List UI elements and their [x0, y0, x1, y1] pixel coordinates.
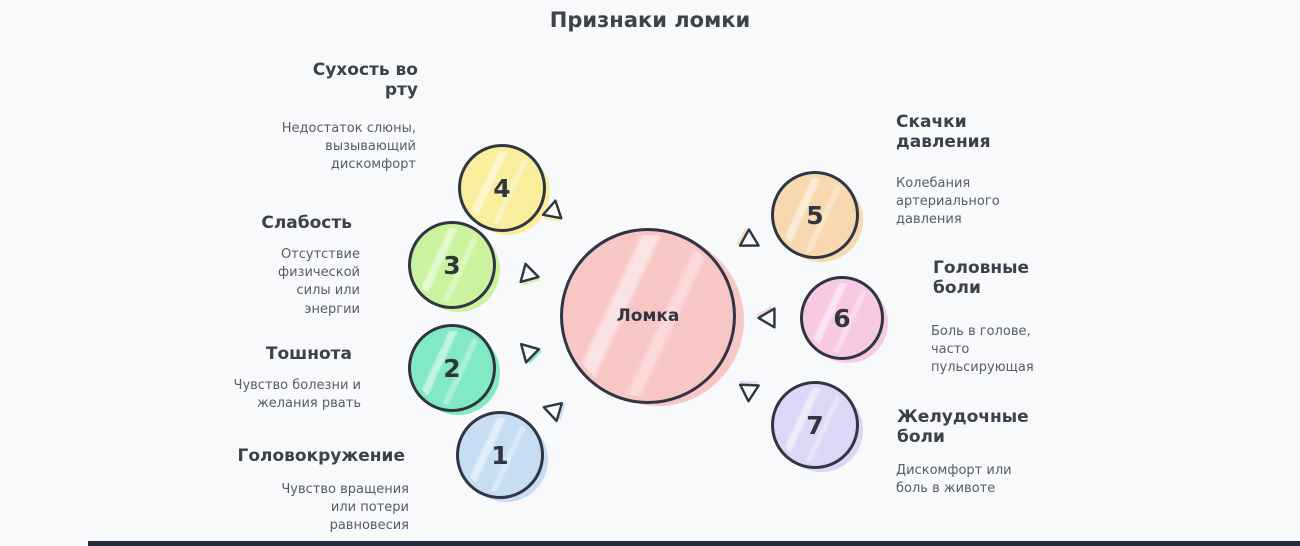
node-desc-5: Колебания артериального давления [896, 176, 1000, 228]
arrow-2-icon [514, 334, 551, 371]
node-circle-5: 5 [771, 171, 859, 259]
node-heading-4: Сухость во рту [312, 60, 418, 101]
node-circle-4: 4 [458, 144, 546, 232]
center-label: Ломка [616, 306, 680, 326]
node-circle-2: 2 [408, 324, 496, 412]
node-number-3: 3 [443, 250, 461, 280]
arrow-6-icon [751, 302, 781, 332]
arrow-5-icon [725, 220, 766, 261]
node-heading-2: Тошнота [265, 344, 352, 364]
diagram-title: Признаки ломки [549, 8, 751, 32]
node-circle-1: 1 [456, 411, 544, 499]
node-desc-2: Чувство болезни и желания рвать [233, 378, 361, 412]
node-desc-1: Чувство вращения или потери равновесия [281, 482, 409, 534]
node-heading-3: Слабость [261, 213, 352, 233]
node-number-6: 6 [833, 303, 851, 333]
bottom-divider [88, 541, 1300, 546]
node-desc-6: Боль в голове, часто пульсирующая [931, 324, 1034, 376]
node-heading-1: Головокружение [237, 446, 405, 466]
arrow-1-icon [536, 388, 578, 430]
node-desc-7: Дискомфорт или боль в животе [896, 463, 1012, 497]
node-number-7: 7 [806, 410, 824, 440]
node-heading-6: Головные боли [933, 258, 1030, 299]
center-circle: Ломка [560, 228, 736, 404]
node-circle-6: 6 [800, 276, 884, 360]
node-heading-5: Скачки давления [896, 112, 991, 153]
node-number-5: 5 [806, 200, 824, 230]
node-circle-3: 3 [408, 221, 496, 309]
arrow-3-icon [513, 258, 550, 295]
arrow-4-icon [534, 193, 576, 235]
node-number-4: 4 [493, 173, 511, 203]
node-desc-4: Недостаток слюны, вызывающий дискомфорт [281, 121, 416, 173]
node-desc-3: Отсутствие физической силы или энергии [277, 247, 360, 317]
node-number-2: 2 [443, 353, 461, 383]
node-heading-7: Желудочные боли [897, 407, 1029, 448]
arrow-7-icon [726, 367, 767, 408]
node-number-1: 1 [491, 440, 509, 470]
node-circle-7: 7 [771, 381, 859, 469]
